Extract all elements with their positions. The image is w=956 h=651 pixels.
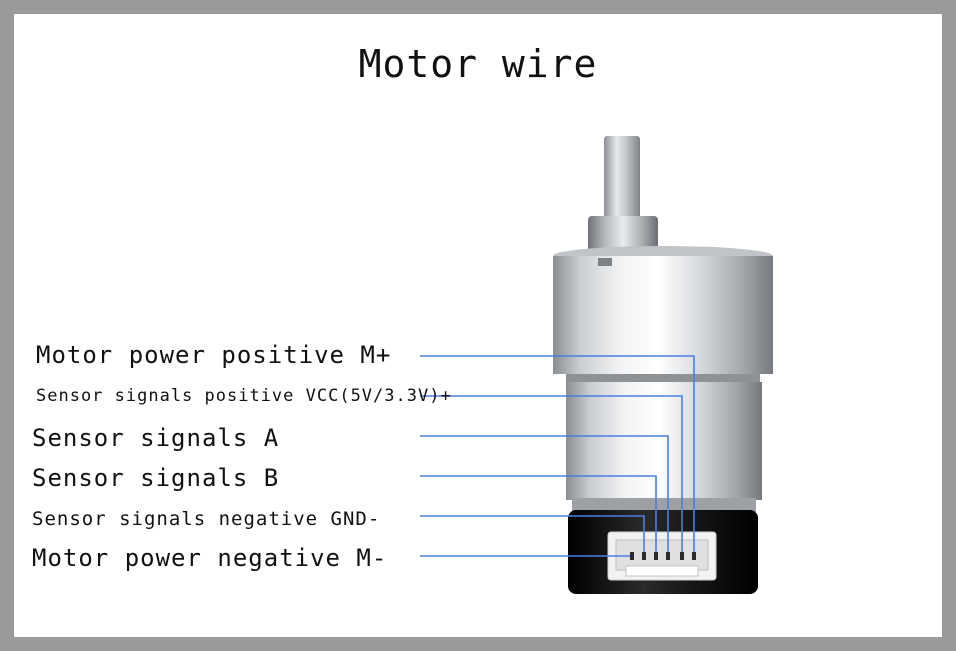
label-sensor-gnd: Sensor signals negative GND- <box>32 508 381 530</box>
connector-pins <box>630 552 696 560</box>
label-sensor-a: Sensor signals A <box>32 424 280 452</box>
gearbox-housing <box>553 256 773 374</box>
motor-collar <box>588 216 658 252</box>
diagram-frame <box>14 14 942 637</box>
wire-m-plus <box>420 355 695 556</box>
wire-a <box>420 435 669 556</box>
housing-groove <box>566 374 760 384</box>
label-sensor-b: Sensor signals B <box>32 464 280 492</box>
label-motor-power-negative: Motor power negative M- <box>32 544 388 572</box>
wire-gnd <box>420 515 645 556</box>
label-sensor-vcc: Sensor signals positive VCC(5V/3.3V)+ <box>36 386 452 406</box>
label-motor-power-positive: Motor power positive M+ <box>36 341 392 369</box>
wire-b <box>420 475 657 556</box>
wire-lines <box>420 355 695 557</box>
motor-shaft <box>604 136 640 220</box>
diagram-title: Motor wire <box>358 42 598 86</box>
wire-vcc <box>420 395 683 556</box>
motor-body <box>566 382 762 500</box>
